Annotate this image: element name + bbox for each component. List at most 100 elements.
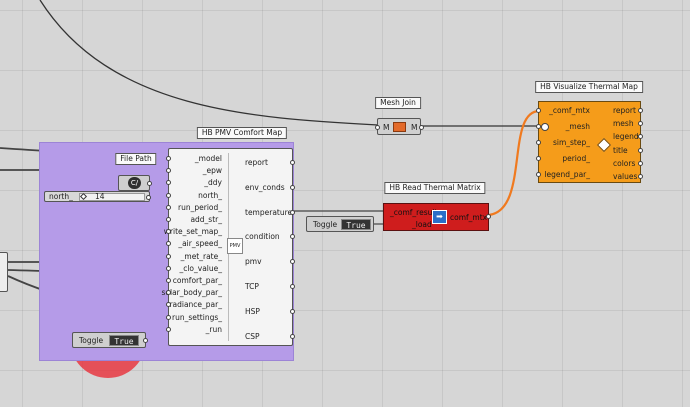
pmv-output-port[interactable] — [290, 160, 295, 165]
pmv-input-metrate[interactable]: _met_rate_ — [180, 251, 222, 261]
pmv-input-airspeed[interactable]: _air_speed_ — [178, 239, 222, 249]
vis-output-report[interactable]: report — [613, 106, 636, 115]
pmv-input-writesetmap[interactable]: write_set_map_ — [163, 227, 222, 237]
pmv-input-port[interactable] — [166, 156, 171, 161]
hb-read-title: HB Read Thermal Matrix — [384, 182, 486, 194]
toggle-run-value[interactable]: True — [109, 335, 139, 346]
mesh-join-input-port[interactable] — [375, 125, 380, 130]
pmv-input-ddy[interactable]: _ddy — [204, 178, 222, 188]
pmv-output-envconds[interactable]: env_conds — [245, 182, 285, 192]
toggle-load[interactable]: Toggle True — [306, 216, 374, 232]
vis-output-mesh[interactable]: mesh — [613, 119, 634, 129]
toggle-load-value[interactable]: True — [341, 219, 371, 230]
pmv-output-csp[interactable]: CSP — [245, 331, 260, 341]
vis-input-port[interactable] — [536, 108, 541, 113]
param-output-port[interactable] — [147, 181, 152, 186]
hb-visualize-thermal-map-component[interactable]: _comf_mtx _mesh sim_step_ period_ legend_par… — [536, 101, 643, 183]
north-slider[interactable]: north_ 14 — [44, 191, 151, 202]
hb-read-output-port[interactable] — [486, 214, 491, 219]
pmv-input-solarbodypar[interactable]: solar_body_par_ — [161, 288, 223, 298]
pmv-input-port[interactable] — [166, 204, 171, 210]
pmv-input-port[interactable] — [166, 278, 171, 283]
vis-output-port[interactable] — [638, 160, 643, 166]
pmv-input-run[interactable]: _run — [205, 324, 222, 334]
param-component[interactable]: C/ — [118, 175, 152, 191]
pmv-input-port[interactable] — [166, 302, 171, 308]
pmv-input-port[interactable] — [166, 326, 171, 332]
vis-input-mesh[interactable]: _mesh — [565, 122, 590, 131]
pmv-input-port[interactable] — [166, 168, 171, 174]
pmv-input-radiancepar[interactable]: radiance_par_ — [169, 300, 222, 310]
vis-input-legendpar[interactable]: legend_par_ — [544, 170, 590, 179]
pmv-input-clovalue[interactable]: _clo_value_ — [179, 263, 222, 273]
mesh-join-icon — [393, 122, 406, 132]
hb-read-output-comf-mtx[interactable]: comf_mtx — [450, 213, 488, 222]
hb-read-input-load[interactable]: _load — [412, 220, 432, 229]
vis-output-title[interactable]: title — [613, 145, 628, 155]
pmv-input-port[interactable] — [166, 180, 171, 186]
pmv-input-port[interactable] — [166, 241, 171, 247]
vis-input-port[interactable] — [536, 172, 541, 177]
pmv-output-port[interactable] — [290, 333, 295, 339]
pmv-input-comfortpar[interactable]: comfort_par_ — [172, 276, 222, 285]
pmv-output-tcp[interactable]: TCP — [245, 282, 259, 291]
pmv-output-report[interactable]: report — [245, 158, 268, 167]
vis-input-simstep[interactable]: sim_step_ — [552, 138, 590, 147]
mesh-join-component[interactable]: M M — [375, 118, 424, 135]
wire-read-to-visualize — [488, 109, 541, 217]
vis-output-port[interactable] — [638, 121, 643, 127]
vis-input-port[interactable] — [536, 140, 541, 145]
mesh-join-output-label: M — [411, 123, 418, 132]
mesh-join-title: Mesh Join — [375, 97, 421, 109]
vis-input-period[interactable]: period_ — [562, 154, 590, 163]
vis-output-colors[interactable]: colors — [613, 158, 636, 168]
vis-output-port[interactable] — [638, 108, 643, 113]
vis-input-port[interactable] — [536, 156, 541, 161]
pmv-output-port[interactable] — [290, 234, 295, 240]
pmv-output-port[interactable] — [290, 184, 295, 190]
hb-read-thermal-matrix-component[interactable]: _comf_result _load ➡ comf_mtx — [383, 203, 491, 231]
toggle-run[interactable]: Toggle True — [72, 332, 148, 348]
vis-output-port[interactable] — [638, 134, 643, 140]
param-icon: C/ — [128, 177, 141, 189]
pmv-input-port[interactable] — [166, 253, 171, 259]
pmv-output-hsp[interactable]: HSP — [245, 306, 260, 316]
toggle-run-output-port[interactable] — [143, 338, 148, 343]
file-path-panel[interactable]: File Path — [115, 153, 157, 165]
pmv-map-title: HB PMV Comfort Map — [196, 127, 288, 139]
pmv-output-port[interactable] — [290, 259, 295, 265]
pmv-input-epw[interactable]: _epw — [202, 166, 222, 176]
hb-read-input-comf-result[interactable]: _comf_result — [390, 208, 438, 217]
vis-input-comfmtx[interactable]: _comf_mtx — [549, 106, 590, 115]
pmv-input-port[interactable] — [166, 314, 171, 320]
pmv-input-addstr[interactable]: add_str_ — [190, 215, 222, 224]
offscreen-component-stub[interactable] — [0, 252, 8, 292]
vis-output-port[interactable] — [638, 174, 643, 179]
pmv-input-runperiod[interactable]: run_period_ — [178, 202, 222, 212]
pmv-input-runsettings[interactable]: run_settings_ — [172, 312, 222, 322]
mesh-join-output-port[interactable] — [419, 125, 424, 130]
pmv-output-temperature[interactable]: temperature — [245, 207, 293, 217]
hb-visualize-toggle-icon[interactable] — [541, 123, 549, 131]
pmv-input-model[interactable]: _model — [194, 154, 222, 163]
pmv-output-port[interactable] — [290, 284, 295, 289]
vis-output-legend[interactable]: legend — [613, 132, 639, 142]
vis-output-port[interactable] — [638, 147, 643, 153]
hb-visualize-title: HB Visualize Thermal Map — [535, 81, 643, 93]
pmv-output-port[interactable] — [290, 209, 295, 215]
pmv-input-port[interactable] — [166, 290, 171, 296]
north-slider-output-port[interactable] — [146, 195, 151, 200]
vis-output-values[interactable]: values — [613, 172, 638, 181]
pmv-output-condition[interactable]: condition — [245, 232, 280, 242]
vis-input-port[interactable] — [536, 124, 541, 129]
pmv-input-north[interactable]: north_ — [198, 190, 222, 200]
pmv-input-port[interactable] — [166, 217, 171, 222]
pmv-output-port[interactable] — [290, 308, 295, 314]
pmv-input-port[interactable] — [166, 229, 171, 235]
pmv-output-pmv[interactable]: pmv — [245, 257, 262, 267]
north-slider-track[interactable] — [79, 193, 145, 201]
hb-read-icon: ➡ — [432, 210, 447, 224]
pmv-input-port[interactable] — [166, 265, 171, 271]
pmv-input-port[interactable] — [166, 192, 171, 198]
